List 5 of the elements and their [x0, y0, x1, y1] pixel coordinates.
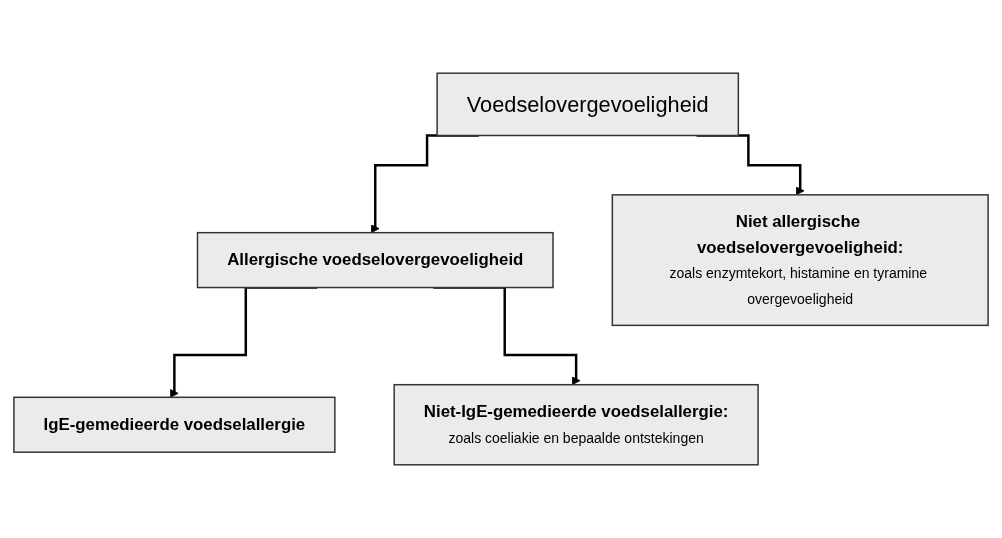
node-box: Niet allergische voedselovergevoeligheid: zoals enzymtekort, histamine en tyramine overgevoeligheid: [611, 194, 989, 327]
node-box: Allergische voedselovergevoeligheid: [196, 231, 554, 289]
node-box: Voedselovergevoeligheid: [436, 72, 740, 137]
node-box: Niet-IgE-gemedieerde voedselallergie: zoals coeliakie en bepaalde ontstekingen: [393, 383, 759, 466]
node-box: IgE-gemedieerde voedselallergie: [13, 396, 336, 453]
